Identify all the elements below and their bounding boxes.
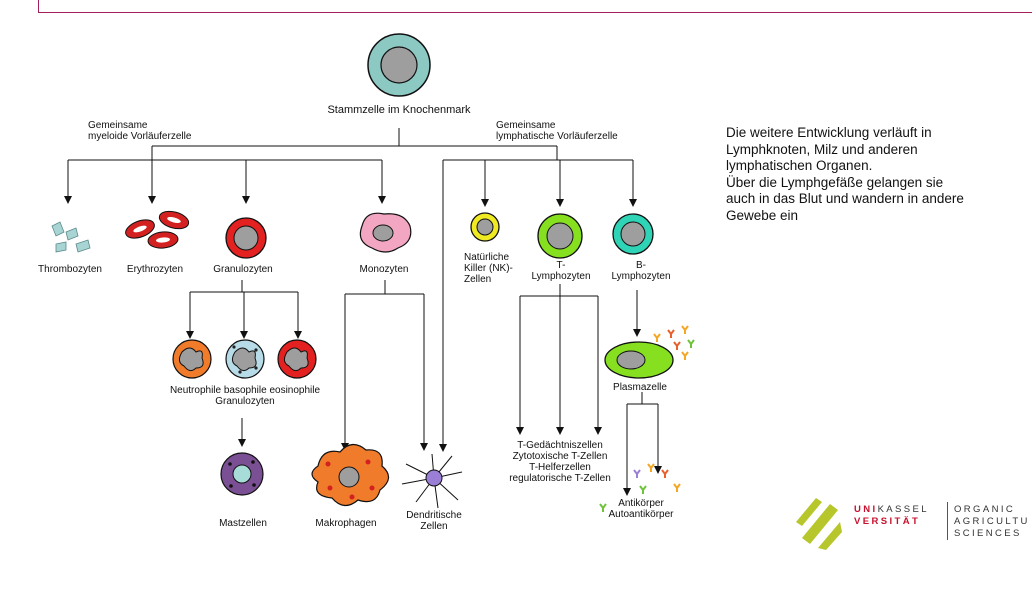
nk-label-line3: Zellen — [464, 274, 492, 285]
monozyten-label: Monozyten — [359, 264, 409, 275]
erythrozyten-label: Erythrozyten — [126, 264, 184, 275]
nk-cell-label: Natürliche Killer (NK)- Zellen — [464, 252, 513, 285]
lymphoid-progenitor-label: Gemeinsame lymphatische Vorläuferzelle — [496, 120, 618, 142]
nk-label-line2: Killer (NK)- — [464, 263, 513, 274]
dendritic-cell — [401, 453, 463, 509]
b-label-line1: B- — [636, 260, 646, 271]
lymphoid-label-line1: Gemeinsame — [496, 120, 556, 131]
eosinophil-cell — [277, 339, 317, 379]
monocyte-cell — [359, 212, 412, 253]
myeloid-progenitor-label: Gemeinsame myeloide Vorläuferzelle — [88, 120, 191, 142]
logo-uni: UNI — [854, 504, 878, 515]
logo-sciences: SCIENCES — [954, 528, 1022, 539]
t-regulatory-label: regulatorische T-Zellen — [509, 473, 611, 484]
logo-kassel: KASSEL — [877, 504, 929, 515]
lymphoid-label-line2: lymphatische Vorläuferzelle — [496, 131, 618, 142]
logo-organic: ORGANIC — [954, 504, 1016, 515]
plasmazelle-label: Plasmazelle — [613, 382, 667, 393]
t-lymphocyte-label: T- Lymphozyten — [516, 260, 606, 282]
t-label-line2: Lymphozyten — [531, 271, 591, 282]
stem-cell — [367, 33, 431, 97]
t-memory-label: T-Gedächtniszellen — [517, 440, 603, 451]
b-label-line2: Lymphozyten — [611, 271, 671, 282]
makrophagen-label: Makrophagen — [315, 518, 377, 529]
erythrocyte-cells — [125, 210, 190, 249]
granulocyte-types-line1: Neutrophile basophile eosinophile — [169, 385, 321, 396]
side-text-line1: Die weitere Entwicklung verläuft in — [726, 125, 932, 140]
logo-divider — [947, 502, 948, 540]
neutrophil-cell — [172, 339, 212, 379]
granulocyte-types-label: Neutrophile basophile eosinophile Granul… — [155, 385, 335, 407]
antibody-icons — [599, 325, 695, 512]
t-lymphocyte-cell — [537, 213, 583, 259]
antibodies-label: Antikörper Autoantikörper — [596, 498, 686, 520]
myeloid-label-line1: Gemeinsame — [88, 120, 148, 131]
side-description: Die weitere Entwicklung verläuft in Lymp… — [726, 125, 1026, 224]
nk-label-line1: Natürliche — [464, 252, 510, 263]
dendritic-label-line1: Dendritische — [406, 510, 462, 521]
university-logo: UNIKASSEL VERSITÄT ORGANIC AGRICULTU SCI… — [792, 492, 1032, 552]
dendritische-label: Dendritische Zellen — [394, 510, 474, 532]
logo-agricultural: AGRICULTU — [954, 516, 1030, 527]
t-helper-label: T-Helferzellen — [529, 462, 591, 473]
b-lymphocyte-cell — [612, 213, 654, 255]
side-text-line6: Gewebe ein — [726, 207, 799, 223]
side-text-line5: auch in das Blut und wandern in andere — [726, 191, 964, 206]
logo-uni-kassel: UNIKASSEL — [854, 504, 929, 516]
side-text-line4: Über die Lymphgefäße gelangen sie — [726, 174, 944, 190]
antibody-label-line1: Antikörper — [618, 498, 664, 509]
granulozyten-label: Granulozyten — [213, 264, 273, 275]
stem-cell-label: Stammzelle im Knochenmark — [327, 104, 471, 116]
mast-cell — [220, 452, 264, 496]
top-frame — [38, 0, 1032, 13]
logo-versitaet: VERSITÄT — [854, 516, 921, 527]
nk-cell — [470, 212, 500, 242]
side-text-line2: Lymphknoten, Milz und anderen — [726, 141, 918, 157]
t-subtypes-list: T-Gedächtniszellen Zytotoxische T-Zellen… — [495, 440, 625, 484]
antibody-label-line2: Autoantikörper — [608, 509, 674, 520]
basophil-cell — [225, 339, 265, 379]
connector-lines — [64, 128, 662, 496]
thrombocyte-cells — [51, 221, 91, 253]
side-text-line3: lymphatischen Organen. — [726, 158, 873, 173]
myeloid-label-line2: myeloide Vorläuferzelle — [88, 131, 192, 142]
granulocyte-cell — [225, 217, 267, 259]
logo-stripes-icon — [796, 498, 842, 550]
mastzellen-label: Mastzellen — [219, 518, 267, 529]
t-label-line1: T- — [556, 260, 566, 271]
b-lymphocyte-label: B- Lymphozyten — [596, 260, 686, 282]
plasma-cell — [604, 341, 674, 379]
dendritic-label-line2: Zellen — [420, 521, 448, 532]
macrophage-cell — [311, 443, 390, 507]
granulocyte-types-line2: Granulozyten — [215, 396, 275, 407]
thrombozyten-label: Thrombozyten — [38, 264, 102, 275]
t-cytotoxic-label: Zytotoxische T-Zellen — [512, 451, 608, 462]
